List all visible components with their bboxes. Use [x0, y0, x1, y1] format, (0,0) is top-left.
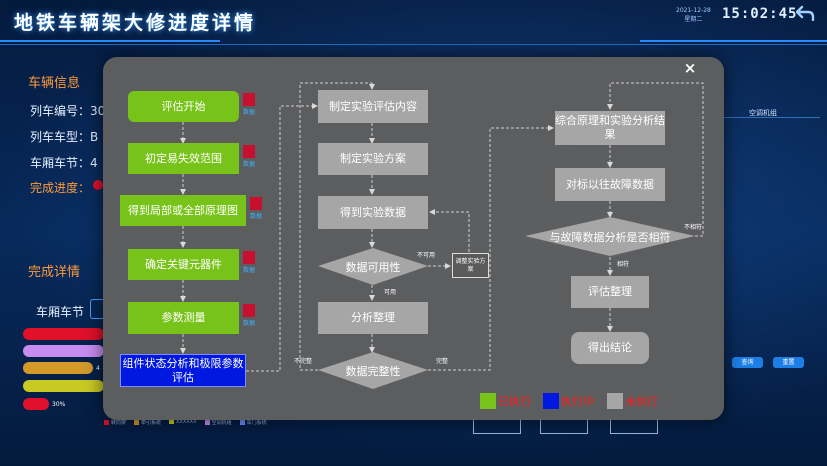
sidecar-data-link[interactable]: 数据 — [243, 109, 256, 116]
legend-label: 转向架 — [111, 420, 127, 426]
legend-swatch — [480, 393, 496, 409]
background-card — [473, 419, 521, 434]
node-evaluation-organize[interactable]: 评估整理 — [571, 276, 649, 308]
legend-label: XXXXXX — [176, 419, 197, 425]
status-flag — [243, 145, 255, 158]
node-sidecar[interactable]: 数据 — [243, 93, 255, 116]
edge-label-mismatch: 不相符 — [684, 224, 703, 231]
weekday-text: 星期二 — [684, 16, 703, 23]
legend-label: 牵引系统 — [141, 420, 162, 426]
completion-bar — [23, 362, 93, 374]
node-sidecar[interactable]: 数据 — [243, 304, 255, 327]
node-sidecar[interactable]: 数据 — [243, 251, 255, 274]
edge-label-usable: 可用 — [384, 289, 397, 296]
legend-executed: 已执行 — [480, 393, 531, 409]
date-text: 2021-12-28 — [676, 7, 711, 14]
legend-swatch — [543, 393, 559, 409]
completion-bar-percent: 30% — [52, 401, 66, 408]
sidecar-data-link[interactable]: 数据 — [243, 320, 256, 327]
close-icon[interactable]: × — [683, 59, 697, 77]
completion-legend-item: 空调机组 — [204, 419, 232, 426]
node-benchmark-fault-data[interactable]: 对标以往故障数据 — [555, 168, 665, 201]
legend-label: 车门系统 — [246, 420, 267, 426]
query-button[interactable]: 查询 — [732, 357, 763, 368]
completion-legend-item: 转向架 — [104, 419, 126, 426]
completion-bar — [23, 398, 49, 410]
edge-label-match: 相符 — [617, 261, 630, 268]
legend-swatch — [239, 420, 245, 425]
clock-text: 15:02:45 — [722, 6, 798, 22]
reset-button[interactable]: 重置 — [773, 357, 804, 368]
legend-swatch — [169, 419, 175, 424]
train-type-label: 列车车型：B — [30, 130, 99, 144]
decision-data-usable[interactable]: 数据可用性 — [345, 261, 401, 274]
node-experiment-plan[interactable]: 制定实验方案 — [318, 143, 428, 175]
completion-carriage-label: 车厢车节 — [36, 305, 85, 319]
legend-label: 执行中 — [561, 395, 594, 408]
vehicle-info-heading: 车辆信息 — [28, 76, 81, 91]
right-panel-divider — [660, 117, 820, 118]
page-header: 地铁车辆架大修进度详情 2021-12-28 星期二 15:02:45 — [0, 0, 827, 45]
sidecar-data-link[interactable]: 数据 — [243, 267, 256, 274]
date-block: 2021-12-28 星期二 — [676, 6, 711, 24]
node-synthesis-result[interactable]: 综合原理和实验分析结果 — [555, 111, 665, 145]
completion-legend-item: XXXXXX — [169, 419, 197, 426]
completion-bar — [23, 345, 104, 357]
legend-swatch — [204, 420, 210, 425]
node-initial-failure-range[interactable]: 初定易失效范围 — [128, 143, 239, 174]
status-flag — [243, 251, 255, 264]
node-adjust-plan[interactable]: 调整实验方案 — [452, 253, 489, 278]
legend-swatch — [134, 420, 140, 425]
status-flag — [250, 197, 262, 210]
legend-label: 空调机组 — [211, 420, 232, 426]
header-divider-right — [640, 40, 827, 42]
status-flag — [243, 304, 255, 317]
legend-not-executed: 未执行 — [607, 393, 658, 409]
back-arrow-icon[interactable] — [795, 5, 815, 21]
progress-label: 完成进度： — [30, 181, 91, 195]
edge-label-complete: 完整 — [436, 358, 449, 365]
legend-swatch — [607, 393, 623, 409]
node-component-state-analysis[interactable]: 组件状态分析和极限参数评估 — [120, 354, 246, 387]
background-card — [610, 419, 658, 434]
sidecar-data-link[interactable]: 数据 — [250, 213, 263, 220]
page-title: 地铁车辆架大修进度详情 — [14, 12, 257, 34]
completion-bar — [23, 328, 104, 340]
node-evaluation-start[interactable]: 评估开始 — [128, 91, 239, 122]
carriage-label: 车厢车节：4 — [30, 156, 98, 170]
node-parameter-measurement[interactable]: 参数测量 — [128, 302, 239, 334]
legend-executing: 执行中 — [543, 393, 594, 409]
node-schematic-diagram[interactable]: 得到局部或全部原理图 — [120, 195, 246, 226]
progress-indicator — [93, 180, 103, 190]
status-flag — [243, 93, 255, 106]
edge-label-unusable: 不可用 — [417, 252, 436, 259]
legend-swatch — [104, 420, 109, 425]
background-card — [540, 419, 588, 434]
edge-label-incomplete: 不完整 — [294, 358, 313, 365]
node-sidecar[interactable]: 数据 — [243, 145, 255, 168]
decision-data-complete[interactable]: 数据完整性 — [345, 365, 401, 378]
completion-heading: 完成详情 — [28, 265, 81, 280]
node-experiment-data[interactable]: 得到实验数据 — [318, 196, 428, 229]
train-number-label: 列车编号：30 — [30, 104, 106, 118]
completion-bar-percent: 4 — [96, 365, 100, 372]
decision-match-fault[interactable]: 与故障数据分析是否相符 — [549, 231, 671, 244]
right-panel-label: 空调机组 — [749, 109, 777, 117]
node-experiment-content[interactable]: 制定实验评估内容 — [318, 90, 428, 123]
node-conclusion[interactable]: 得出结论 — [571, 332, 649, 364]
completion-bar — [23, 380, 104, 392]
header-divider-left — [0, 40, 220, 42]
node-sidecar[interactable]: 数据 — [250, 197, 262, 220]
completion-legend: 转向架 牵引系统 XXXXXX 空调机组 车门系统 — [104, 419, 267, 426]
node-analysis[interactable]: 分析整理 — [318, 302, 428, 334]
node-key-components[interactable]: 确定关键元器件 — [128, 249, 239, 280]
completion-legend-item: 牵引系统 — [134, 419, 161, 426]
sidecar-data-link[interactable]: 数据 — [243, 161, 256, 168]
legend-label: 已执行 — [498, 395, 531, 408]
completion-legend-item: 车门系统 — [239, 419, 267, 426]
legend-label: 未执行 — [625, 395, 658, 408]
